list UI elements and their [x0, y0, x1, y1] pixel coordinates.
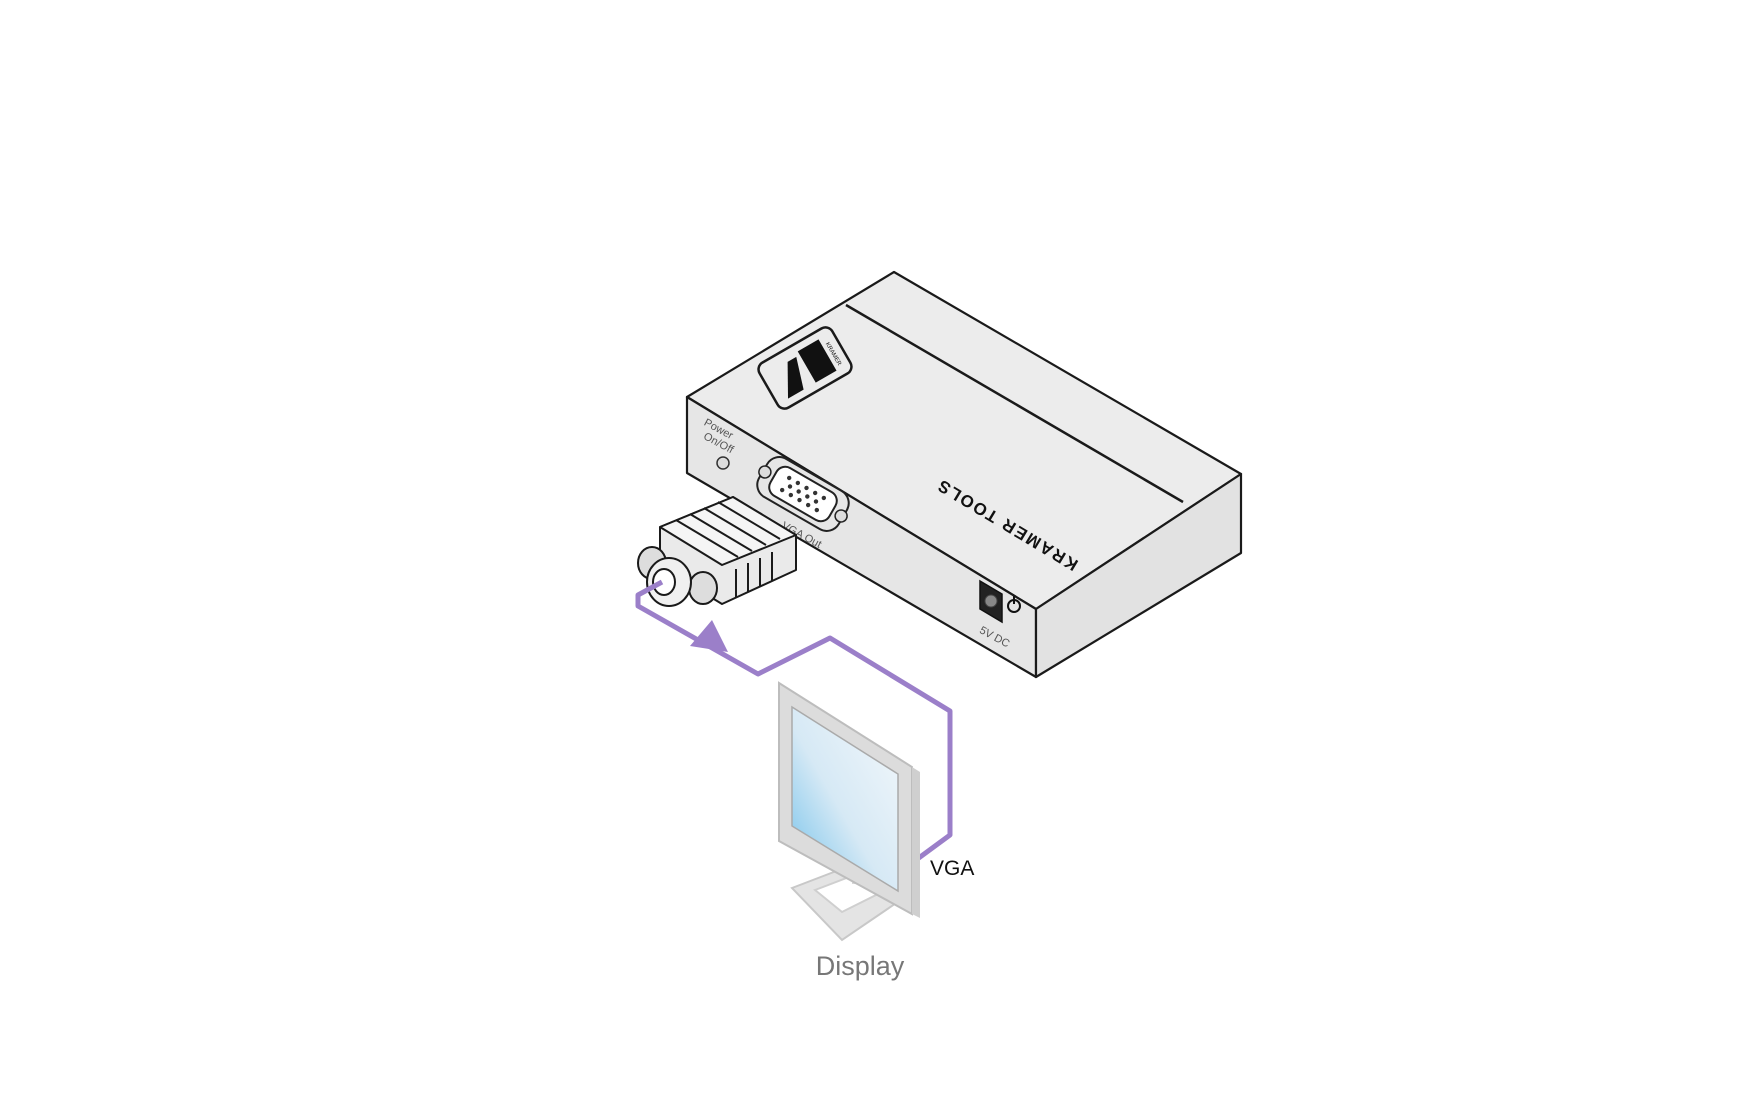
monitor-screen — [791, 705, 899, 893]
device-top-groove — [845, 303, 1184, 504]
display-monitor — [778, 681, 920, 942]
power-button-icon[interactable] — [716, 456, 730, 470]
vga-cable-label: VGA — [930, 857, 974, 880]
vga-cable — [635, 579, 953, 863]
display-label: Display — [816, 951, 905, 981]
device-side-face — [1034, 472, 1243, 679]
vga-out-port — [756, 456, 850, 532]
vga-connector-plug — [637, 496, 797, 607]
power-symbol-icon — [1007, 596, 1021, 613]
kramer-logo: KRAMER — [757, 326, 853, 410]
signal-arrow-icon — [690, 620, 728, 652]
